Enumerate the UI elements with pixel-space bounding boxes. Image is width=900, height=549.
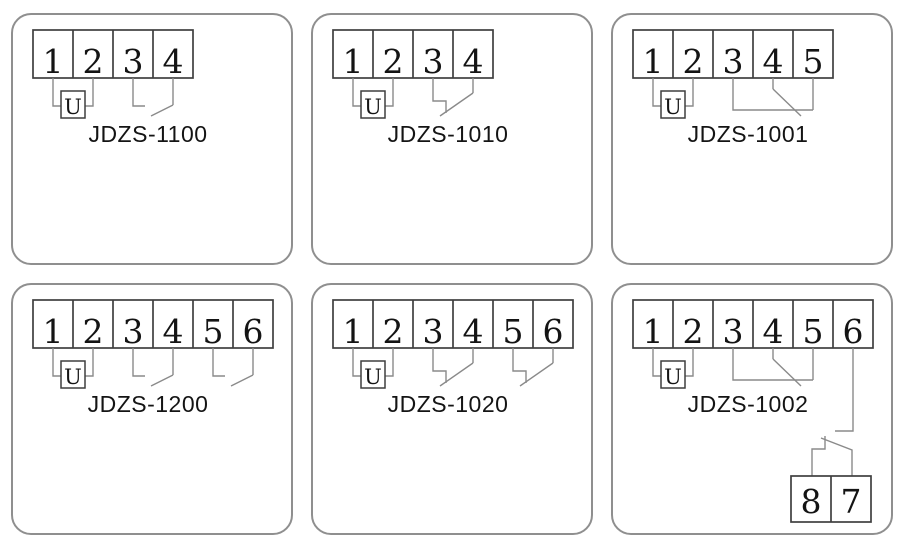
changeover-fixed-rail bbox=[732, 348, 813, 381]
contact-blade-open bbox=[150, 104, 174, 117]
changeover-fixed-rail bbox=[732, 78, 813, 111]
terminal-number: 2 bbox=[683, 312, 704, 351]
coil-wire-left bbox=[652, 348, 661, 377]
terminal-number: 1 bbox=[43, 42, 64, 81]
terminal-number: 2 bbox=[383, 42, 404, 81]
coil-box bbox=[60, 90, 86, 119]
coil-box bbox=[60, 360, 86, 389]
model-label: JDZS-1100 bbox=[88, 121, 208, 147]
model-label: JDZS-1200 bbox=[87, 391, 209, 417]
terminal-number: 4 bbox=[463, 312, 484, 351]
coil-letter: U bbox=[64, 365, 82, 389]
coil-box bbox=[360, 90, 386, 119]
contact-blade-closed bbox=[439, 92, 474, 117]
terminal-number: 4 bbox=[763, 42, 784, 81]
terminal-number: 4 bbox=[463, 42, 484, 81]
aux-feed-wire bbox=[835, 348, 854, 432]
coil-box bbox=[660, 360, 686, 389]
terminal-number: 2 bbox=[683, 42, 704, 81]
terminal-number: 1 bbox=[343, 312, 364, 351]
terminal-number: 2 bbox=[83, 42, 104, 81]
terminal-number: 3 bbox=[723, 42, 744, 81]
terminal-number: 1 bbox=[43, 312, 64, 351]
coil-wire-left bbox=[652, 78, 661, 107]
terminal-number: 3 bbox=[123, 42, 144, 81]
terminal-number: 5 bbox=[203, 312, 224, 351]
contact-fixed-wire-stub bbox=[432, 78, 447, 113]
contact-blade-closed bbox=[439, 362, 474, 387]
contact-fixed-wire bbox=[132, 348, 145, 377]
terminal-number: 1 bbox=[643, 312, 664, 351]
coil-letter: U bbox=[664, 365, 682, 389]
terminal-number: 2 bbox=[383, 312, 404, 351]
coil-letter: U bbox=[364, 365, 382, 389]
model-label: JDZS-1020 bbox=[387, 391, 509, 417]
contact-fixed-wire bbox=[132, 78, 145, 107]
terminal-number: 1 bbox=[643, 42, 664, 81]
changeover-blade bbox=[772, 88, 802, 117]
coil-box bbox=[360, 360, 386, 389]
terminal-number: 3 bbox=[123, 312, 144, 351]
contact-blade-closed bbox=[519, 362, 554, 387]
model-label: JDZS-1001 bbox=[687, 121, 809, 147]
coil-wire-right bbox=[685, 348, 694, 377]
terminal-number: 4 bbox=[163, 312, 184, 351]
contact-blade-open bbox=[230, 374, 254, 387]
terminal-number: 6 bbox=[243, 312, 264, 351]
terminal-number: 1 bbox=[343, 42, 364, 81]
coil-wire-left bbox=[52, 348, 61, 377]
aux-stub-wire bbox=[811, 436, 826, 476]
aux-blade bbox=[820, 437, 853, 476]
model-label: JDZS-1002 bbox=[687, 391, 809, 417]
coil-wire-left bbox=[52, 78, 61, 107]
contact-fixed-wire-stub bbox=[432, 348, 447, 383]
terminal-number: 2 bbox=[83, 312, 104, 351]
coil-wire-right bbox=[85, 348, 94, 377]
coil-letter: U bbox=[364, 95, 382, 119]
terminal-number: 4 bbox=[163, 42, 184, 81]
coil-wire-right bbox=[85, 78, 94, 107]
terminal-number: 5 bbox=[503, 312, 524, 351]
coil-wire-left bbox=[352, 348, 361, 377]
contact-blade-open bbox=[150, 374, 174, 387]
terminal-number: 3 bbox=[723, 312, 744, 351]
terminal-number: 5 bbox=[803, 312, 824, 351]
coil-wire-left bbox=[352, 78, 361, 107]
coil-box bbox=[660, 90, 686, 119]
model-label: JDZS-1010 bbox=[387, 121, 509, 147]
terminal-number: 4 bbox=[763, 312, 784, 351]
aux-terminal-number: 7 bbox=[841, 482, 862, 521]
coil-letter: U bbox=[664, 95, 682, 119]
terminal-number: 3 bbox=[423, 42, 444, 81]
terminal-number: 5 bbox=[803, 42, 824, 81]
terminal-number: 6 bbox=[543, 312, 564, 351]
contact-fixed-wire-stub bbox=[512, 348, 527, 383]
coil-letter: U bbox=[64, 95, 82, 119]
aux-terminal-number: 8 bbox=[801, 482, 822, 521]
terminal-number: 3 bbox=[423, 312, 444, 351]
coil-wire-right bbox=[385, 348, 394, 377]
coil-wire-right bbox=[385, 78, 394, 107]
terminal-number: 6 bbox=[843, 312, 864, 351]
coil-wire-right bbox=[685, 78, 694, 107]
contact-fixed-wire bbox=[212, 348, 225, 377]
changeover-blade bbox=[772, 358, 802, 387]
